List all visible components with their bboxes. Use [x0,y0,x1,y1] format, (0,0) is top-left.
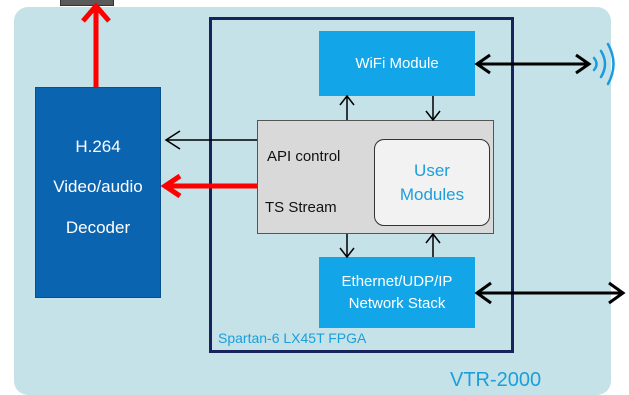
core-to-wifi-arrow [339,94,355,120]
display-device [60,0,114,6]
ethernet-external-link-arrow [474,281,626,305]
api-control-arrow [164,130,257,150]
decoder-block [35,87,161,298]
fpga-label: Spartan-6 LX45T FPGA [218,330,367,346]
api-control-label: API control [267,148,341,165]
wifi-to-core-arrow [425,96,441,122]
video-output-arrow [81,2,111,87]
ts-stream-label: TS Stream [265,199,337,216]
network-stack-label: Network Stack [348,294,446,312]
product-label: VTR-2000 [450,369,542,391]
network-to-core-arrow [425,232,441,257]
decoder-role-label: Decoder [65,218,131,237]
network-protocols-label: Ethernet/UDP/IP [341,272,453,290]
core-to-network-arrow [339,234,355,259]
user-modules-block: User Modules [374,139,490,226]
wifi-external-link-arrow [474,53,592,75]
decoder-codec-label: H.264 [75,137,121,156]
ts-stream-arrow [160,173,257,199]
wifi-module-block: WiFi Module [319,31,475,96]
user-modules-label-2: Modules [399,184,465,204]
wireless-signal-icon [592,42,615,86]
user-modules-label-1: User [414,160,450,180]
wifi-module-label: WiFi Module [355,55,439,72]
network-stack-block: Ethernet/UDP/IP Network Stack [319,257,475,328]
decoder-media-label: Video/audio [53,177,143,196]
